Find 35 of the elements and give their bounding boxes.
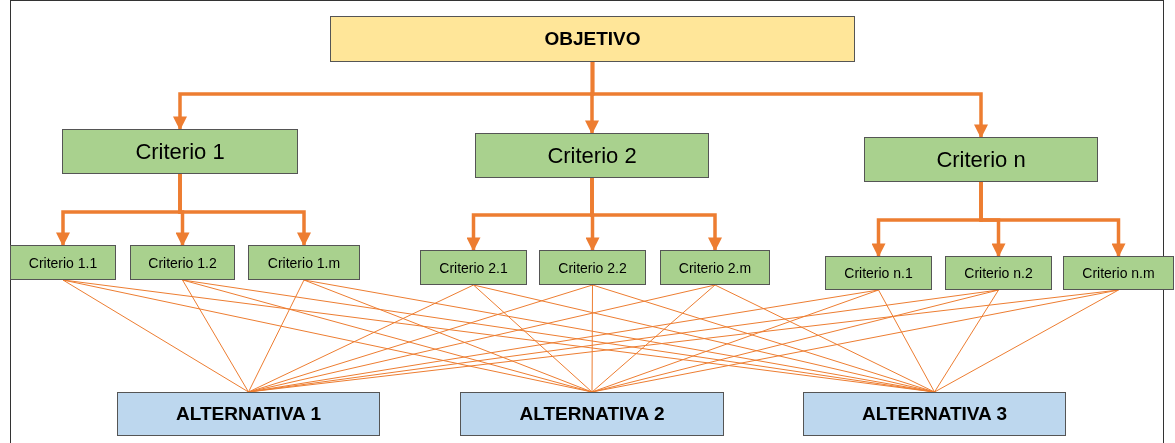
subcriterion-box: Criterio n.m	[1063, 256, 1174, 290]
connector-line	[182, 279, 249, 393]
connector-line	[62, 279, 249, 393]
connector-line	[248, 279, 305, 393]
connector-line	[934, 289, 999, 393]
tree-connector	[590, 178, 722, 252]
subcriterion-box: Criterio 2.2	[539, 250, 646, 285]
subcriterion-box: Criterio 1.1	[10, 245, 116, 280]
subcriterion-box: Criterio 1.2	[130, 245, 235, 280]
connector-line	[591, 284, 716, 393]
connector-line	[591, 289, 879, 393]
connector-line	[714, 284, 935, 393]
alternative-box: ALTERNATIVA 3	[803, 392, 1066, 436]
connector-line	[303, 279, 593, 393]
subcriterion-box: Criterio 1.m	[248, 245, 360, 280]
tree-connector	[178, 174, 311, 247]
subcriterion-box: Criterio 2.m	[660, 250, 770, 285]
connector-line	[591, 284, 593, 393]
criterion-box: Criterio 2	[475, 133, 709, 178]
connector-line	[473, 284, 593, 393]
connector-line	[934, 289, 1119, 393]
subcriterion-box: Criterio n.2	[945, 256, 1052, 290]
connector-line	[878, 289, 935, 393]
connector-line	[592, 284, 935, 393]
connector-line	[248, 284, 474, 393]
alternative-box: ALTERNATIVA 2	[460, 392, 724, 436]
tree-connector	[979, 182, 1126, 258]
criterion-box: Criterio n	[864, 137, 1098, 182]
criterion-box: Criterio 1	[62, 129, 298, 174]
goal-box: OBJETIVO	[330, 16, 855, 62]
connector-line	[248, 284, 593, 393]
subcriterion-box: Criterio n.1	[825, 256, 932, 290]
alternative-box: ALTERNATIVA 1	[117, 392, 380, 436]
tree-connector	[590, 62, 988, 139]
subcriterion-box: Criterio 2.1	[420, 250, 527, 285]
